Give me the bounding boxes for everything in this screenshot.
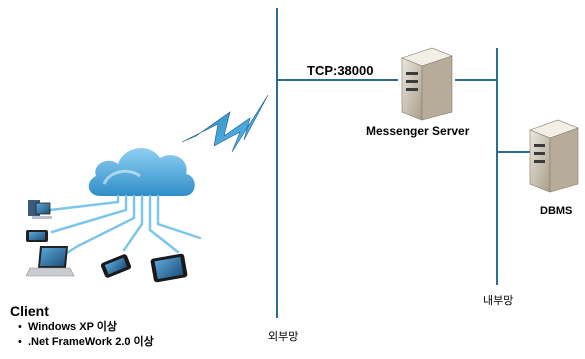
requirement-item: • Windows XP 이상: [18, 320, 154, 335]
tablet-icon: [150, 253, 188, 283]
cloud-icon: [88, 147, 195, 196]
external-network-label: 외부망: [268, 331, 299, 343]
requirement-text: Windows XP 이상: [28, 321, 118, 333]
phone-icon: [26, 230, 48, 242]
tcp-port-label: TCP:38000: [307, 63, 374, 78]
requirement-item: • .Net FrameWork 2.0 이상: [18, 335, 154, 350]
bullet-icon: •: [18, 321, 22, 333]
network-lines: [276, 8, 530, 318]
client-info: Client • Windows XP 이상 • .Net FrameWork 2.…: [10, 303, 154, 350]
desktop-icon: [28, 200, 52, 219]
laptop-icon: [25, 246, 75, 277]
phone-icon: [100, 254, 132, 278]
dbms-label: DBMS: [540, 205, 573, 217]
client-connector-lines: [48, 194, 202, 258]
wireless-bolt-icon: [181, 94, 269, 153]
internal-network-label: 내부망: [483, 295, 514, 307]
client-title: Client: [10, 303, 49, 319]
requirement-text: .Net FrameWork 2.0 이상: [28, 336, 154, 348]
messenger-server-label: Messenger Server: [366, 124, 470, 138]
bullet-icon: •: [18, 336, 22, 348]
client-requirements: • Windows XP 이상 • .Net FrameWork 2.0 이상: [18, 320, 154, 350]
server-icon: [401, 47, 453, 121]
server-icon: [529, 119, 579, 193]
